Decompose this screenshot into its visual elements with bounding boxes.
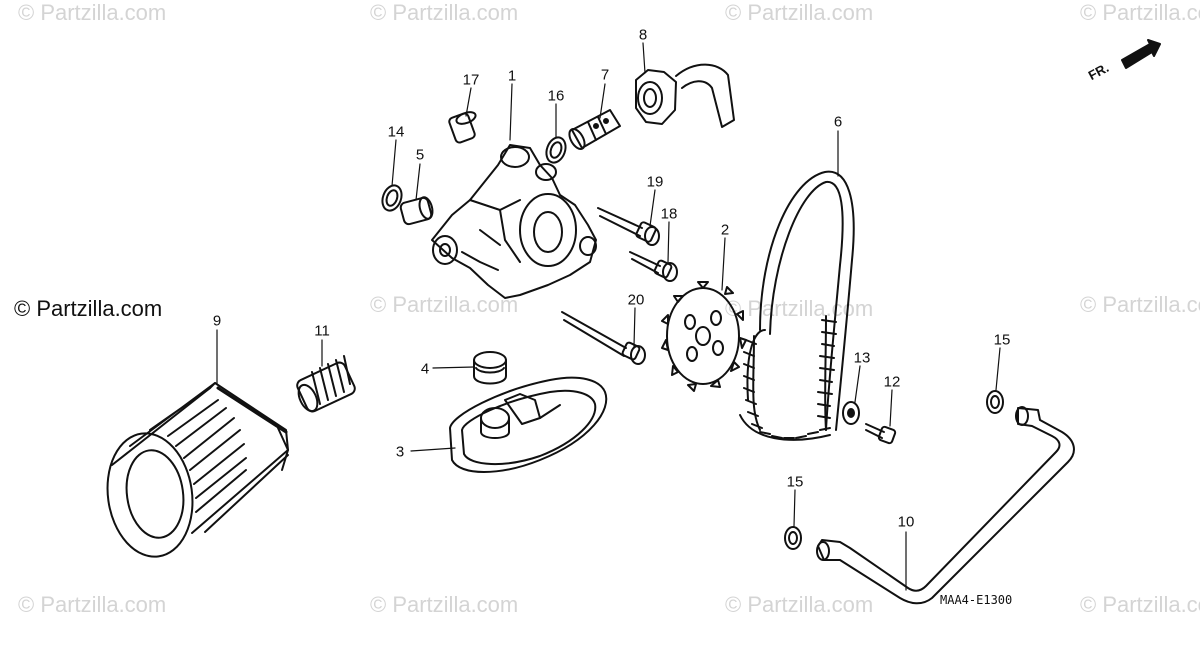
o-ring bbox=[986, 390, 1004, 414]
oil-strainer bbox=[449, 376, 608, 473]
callout-12: 12 bbox=[883, 373, 901, 391]
front-direction-arrow bbox=[1121, 39, 1161, 69]
leader-lines bbox=[216, 42, 1001, 591]
watermark: © Partzilla.com bbox=[370, 0, 519, 25]
collar bbox=[399, 196, 434, 226]
callout-11: 11 bbox=[314, 322, 330, 340]
callout-3: 3 bbox=[395, 443, 405, 461]
callout-20: 20 bbox=[627, 291, 645, 309]
diagram-code: MAA4-E1300 bbox=[940, 593, 1013, 607]
callout-2: 2 bbox=[720, 221, 730, 239]
flange-bolt bbox=[629, 251, 678, 282]
oil-pump bbox=[431, 144, 597, 299]
flange-bolt bbox=[561, 311, 646, 365]
oil-pipe bbox=[816, 406, 1075, 605]
callout-6: 6 bbox=[833, 113, 843, 131]
bolt bbox=[865, 423, 897, 445]
dowel-pin bbox=[448, 111, 477, 144]
partzilla-credit: © Partzilla.com bbox=[14, 296, 163, 321]
callout-9: 9 bbox=[212, 312, 222, 330]
oil-pump-chain bbox=[739, 170, 855, 441]
watermark: © Partzilla.com bbox=[370, 292, 519, 317]
o-ring bbox=[784, 526, 802, 550]
watermark: © Partzilla.com bbox=[1080, 592, 1200, 617]
callout-7: 7 bbox=[600, 66, 610, 84]
watermark: © Partzilla.com bbox=[1080, 0, 1200, 25]
callout-15: 15 bbox=[786, 473, 804, 491]
callout-10: 10 bbox=[897, 513, 915, 531]
oil-filter-nipple bbox=[296, 355, 356, 413]
callout-16: 16 bbox=[547, 87, 565, 105]
watermark: © Partzilla.com bbox=[18, 0, 167, 25]
callout-13: 13 bbox=[853, 349, 871, 367]
oil-pipe-elbow bbox=[635, 63, 735, 128]
watermark: © Partzilla.com bbox=[725, 0, 874, 25]
callout-4: 4 bbox=[420, 360, 430, 378]
watermark: © Partzilla.com bbox=[370, 592, 519, 617]
watermark: © Partzilla.com bbox=[725, 592, 874, 617]
callout-18: 18 bbox=[660, 205, 678, 223]
callout-1: 1 bbox=[507, 67, 517, 85]
callout-5: 5 bbox=[415, 146, 425, 164]
washer bbox=[842, 401, 860, 425]
o-ring bbox=[545, 136, 567, 164]
oil-joint bbox=[568, 109, 621, 150]
flange-bolt bbox=[597, 207, 660, 246]
callout-19: 19 bbox=[646, 173, 664, 191]
oil-filter bbox=[106, 382, 289, 558]
watermark: © Partzilla.com bbox=[18, 592, 167, 617]
strainer-seal bbox=[473, 351, 507, 385]
callout-14: 14 bbox=[387, 123, 405, 141]
callout-17: 17 bbox=[462, 71, 480, 89]
callout-15: 15 bbox=[993, 331, 1011, 349]
callout-8: 8 bbox=[638, 26, 648, 44]
oil-pump-sprocket bbox=[661, 281, 747, 392]
watermark: © Partzilla.com bbox=[1080, 292, 1200, 317]
o-ring bbox=[381, 184, 403, 212]
